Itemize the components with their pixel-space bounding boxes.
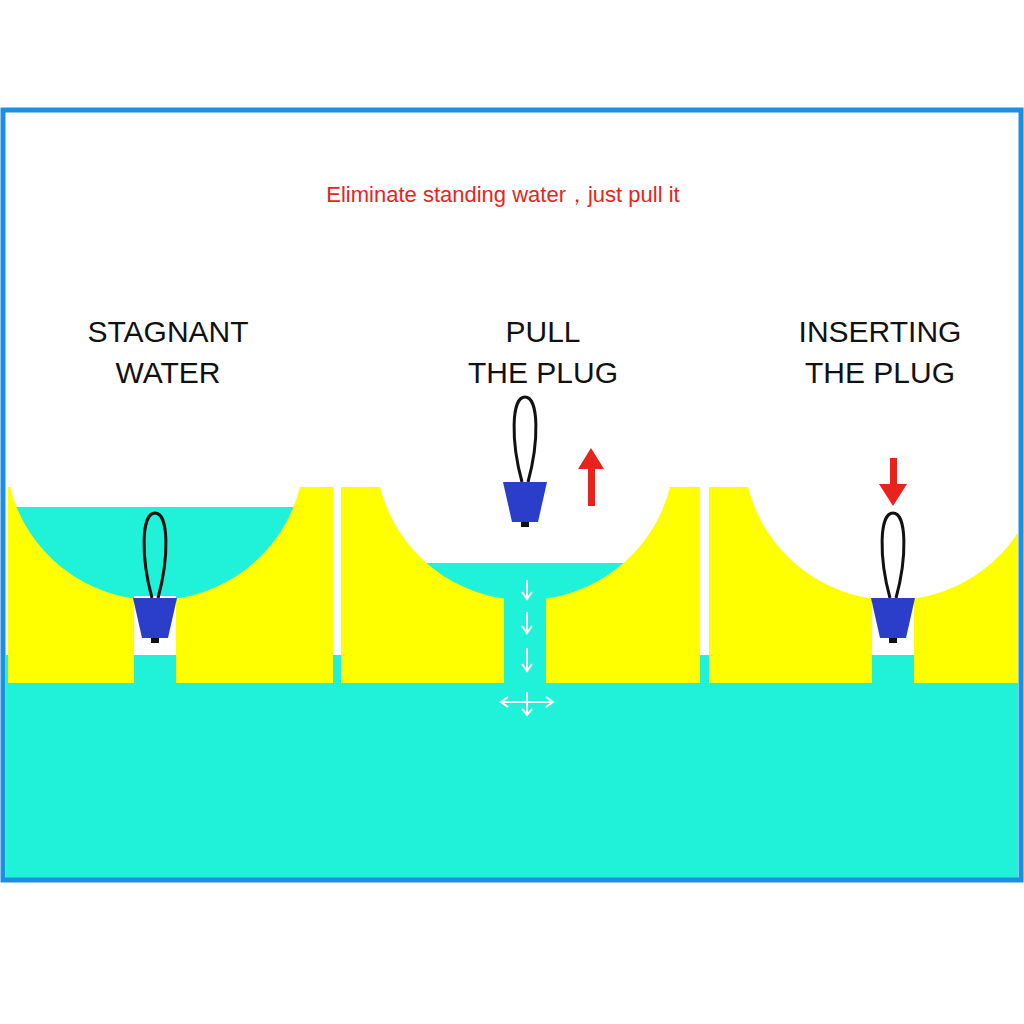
- hull-panel: [709, 487, 1018, 683]
- title: Eliminate standing water，just pull it: [119, 180, 887, 210]
- panel-heading: STAGNANT WATER: [14, 312, 322, 393]
- plug: [503, 397, 547, 527]
- frame: [3, 110, 1021, 880]
- text-line: PULL: [389, 312, 697, 353]
- scupper-hole: [134, 655, 176, 683]
- plug: [133, 513, 177, 643]
- cross-section: [6, 487, 1018, 878]
- scupper-hole: [872, 655, 914, 683]
- text-line: WATER: [14, 353, 322, 394]
- text-line: THE PLUG: [746, 353, 1014, 394]
- water-below: [6, 655, 1018, 878]
- scupper-hole: [134, 596, 176, 655]
- scupper-hole: [872, 596, 914, 655]
- text-line: Eliminate standing water，just pull it: [119, 180, 887, 210]
- plug: [871, 513, 915, 643]
- motion-arrow: [578, 448, 604, 506]
- panel-heading: INSERTING THE PLUG: [746, 312, 1014, 393]
- text-line: STAGNANT: [14, 312, 322, 353]
- panel-heading: PULL THE PLUG: [389, 312, 697, 393]
- motion-arrow: [879, 458, 907, 506]
- flow-arrows: [501, 580, 553, 715]
- text-line: INSERTING: [746, 312, 1014, 353]
- scupper-hole: [504, 590, 546, 683]
- text-line: THE PLUG: [389, 353, 697, 394]
- hull-panel: [8, 487, 333, 683]
